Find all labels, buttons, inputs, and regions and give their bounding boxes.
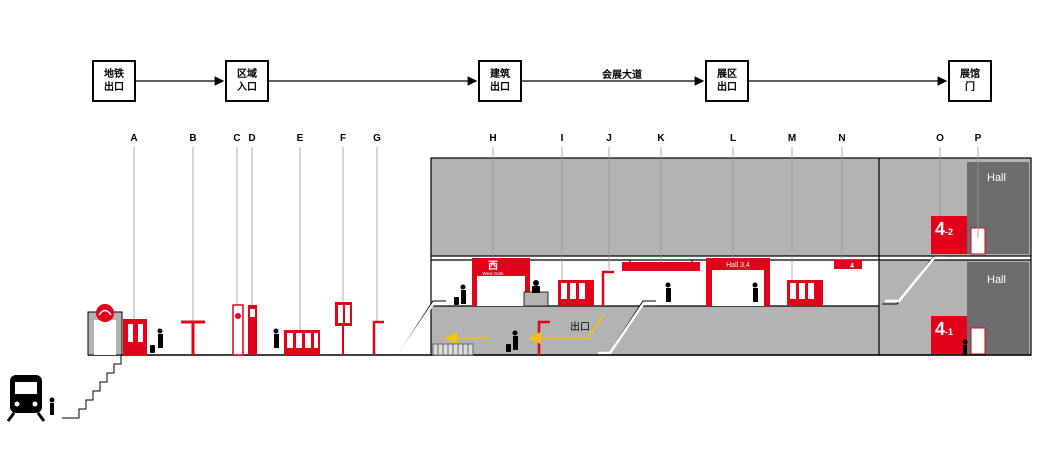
sign-m [787, 280, 823, 306]
flow-connector-label: 会展大道 [602, 70, 642, 81]
exit-label: 出口 [570, 320, 590, 333]
sign-g [372, 320, 384, 355]
column-label: B [189, 133, 197, 144]
sign-a [123, 319, 147, 356]
column-label: O [936, 133, 944, 144]
column-label: C [233, 133, 241, 144]
turnstile [432, 343, 474, 356]
column-label: D [248, 133, 256, 144]
hall-upper-name: Hall [987, 172, 1006, 184]
column-label: G [373, 133, 381, 144]
column-label: P [974, 133, 982, 144]
lower-floor [431, 306, 879, 355]
sign-h-west-gate [472, 258, 530, 306]
hall-lower-name: Hall [987, 274, 1006, 286]
hall-number-sign-lower [931, 316, 967, 354]
hall-upper-number: 4 [935, 219, 946, 239]
exit-route-arrows [444, 315, 604, 345]
flow-step-metro-exit: 地铁 出口 [92, 60, 136, 102]
column-label: N [838, 133, 846, 144]
small-direction-number: 4 [850, 263, 854, 270]
stairs [62, 355, 122, 419]
west-gate-main: 西 [488, 260, 498, 272]
column-label: L [729, 133, 737, 144]
hall-lower-number-group: 4-1 [935, 319, 953, 340]
column-label: F [339, 133, 347, 144]
column-label: H [489, 133, 497, 144]
sign-j [601, 270, 614, 306]
column-label: M [787, 133, 797, 144]
sign-c-d [232, 304, 257, 356]
west-gate-sub: West Gate [482, 271, 504, 276]
hall-upper-number-group: 4-2 [935, 219, 953, 240]
sign-b [181, 320, 205, 355]
info-desk [523, 280, 549, 307]
metro-entrance [87, 304, 123, 356]
hall-number-sign-upper [931, 216, 967, 254]
sign-k [622, 260, 700, 271]
sign-e [284, 330, 320, 355]
hall-gate-label: Hall 3,4 [726, 262, 750, 269]
hall-upper-suffix: -2 [945, 227, 954, 237]
column-label: J [606, 133, 612, 144]
column-label: K [657, 133, 665, 144]
column-label: A [130, 133, 138, 144]
flow-step-hall-door: 展馆 门 [948, 60, 992, 102]
column-label: E [296, 133, 304, 144]
column-label: I [560, 133, 564, 144]
train-icon [6, 375, 46, 422]
flow-step-zone-exit: 展区 出口 [705, 60, 749, 102]
column-leaders [133, 147, 979, 330]
sign-f [335, 302, 352, 355]
people [49, 282, 968, 415]
hall-lower-number: 4 [935, 319, 946, 339]
hall-lower-suffix: -1 [945, 327, 954, 337]
flow-step-building-exit: 建筑 出口 [478, 60, 522, 102]
sign-n [834, 260, 862, 269]
sign-l-hall-gate [706, 258, 770, 306]
flow-step-area-entrance: 区域 入口 [225, 60, 269, 102]
sign-i [558, 280, 594, 306]
